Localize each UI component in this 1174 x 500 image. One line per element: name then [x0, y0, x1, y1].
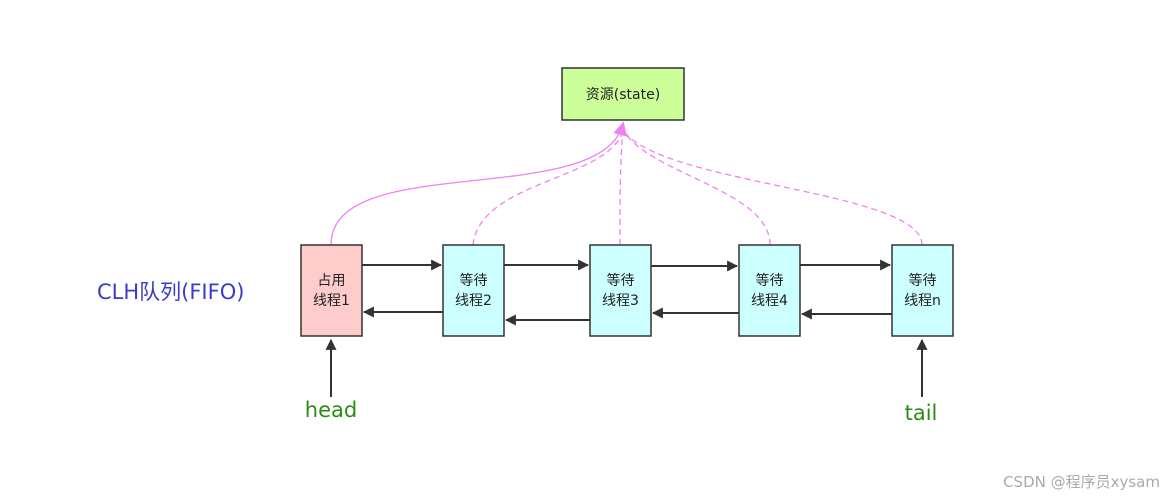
waiter4-resource-link — [622, 129, 771, 246]
queue-nodes: 占用 线程1 等待 线程2 等待 线程3 等待 线程4 等待 线程n — [300, 244, 954, 337]
pointers: head tail — [305, 338, 938, 425]
queue-node-n: 等待 线程n — [891, 244, 954, 337]
waiter2-resource-link — [472, 129, 624, 246]
node-4-state: 等待 — [756, 272, 784, 289]
owner-resource-link — [330, 121, 627, 246]
queue-links — [362, 259, 892, 326]
node-2-thread: 线程2 — [455, 293, 492, 309]
resource-node: 资源(state) — [561, 67, 685, 121]
waiter3-resource-link — [619, 129, 624, 246]
waitern-resource-link — [622, 129, 923, 246]
node-3-thread: 线程3 — [602, 293, 639, 309]
node-1-thread: 线程1 — [313, 293, 350, 309]
queue-node-2: 等待 线程2 — [442, 244, 505, 337]
watermark: CSDN @程序员xysam — [1003, 473, 1160, 491]
node-1-state: 占用 — [318, 273, 346, 289]
node-n-thread: 线程n — [904, 293, 941, 309]
queue-node-4: 等待 线程4 — [738, 244, 801, 337]
queue-node-3: 等待 线程3 — [589, 244, 652, 337]
resource-label: 资源(state) — [586, 87, 660, 103]
queue-node-1: 占用 线程1 — [300, 244, 363, 337]
node-4-thread: 线程4 — [751, 293, 788, 309]
node-2-state: 等待 — [460, 272, 488, 289]
node-3-state: 等待 — [607, 272, 635, 289]
tail-label: tail — [905, 401, 938, 425]
head-label: head — [305, 398, 357, 422]
node-n-state: 等待 — [909, 272, 937, 289]
queue-title: CLH队列(FIFO) — [97, 280, 244, 304]
resource-links — [330, 121, 923, 246]
